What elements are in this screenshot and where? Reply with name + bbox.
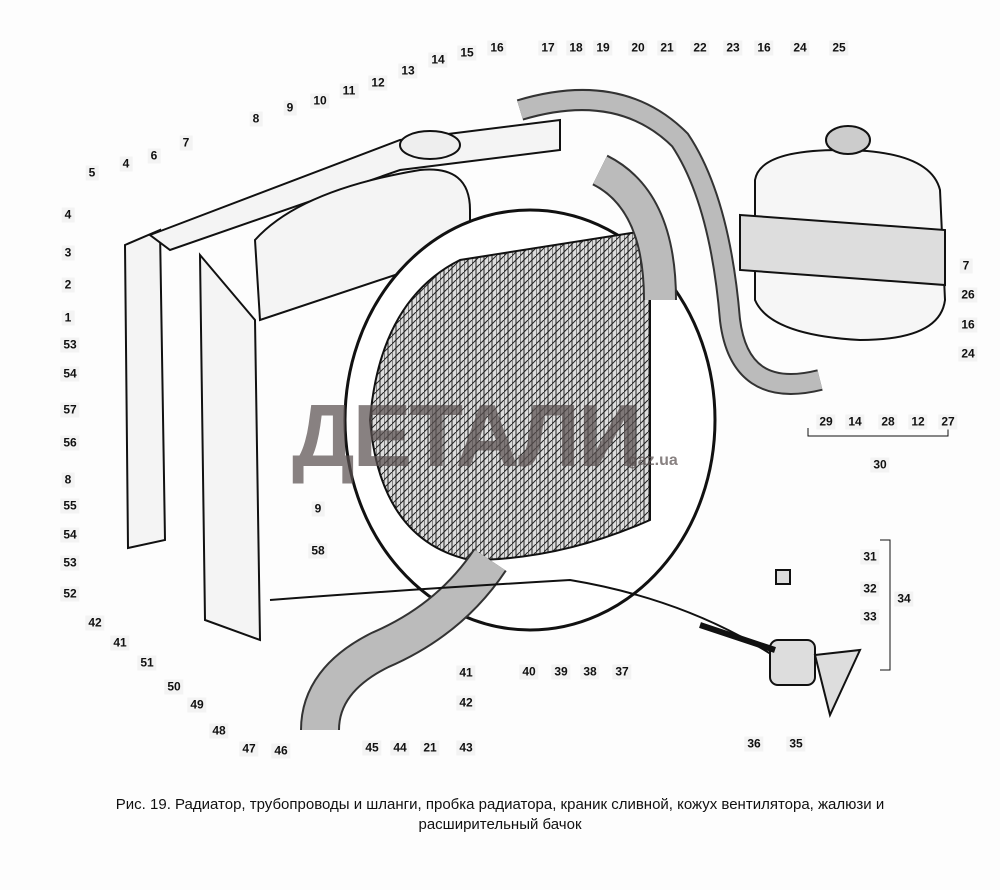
callout-label: 4: [61, 207, 75, 223]
callout-label: 39: [551, 664, 571, 680]
callout-label: 16: [754, 40, 774, 56]
group-bracket-30: [807, 428, 949, 437]
callout-label: 6: [147, 148, 161, 164]
callout-label: 29: [816, 414, 836, 430]
callout-label: 16: [487, 40, 507, 56]
callout-label: 36: [744, 736, 764, 752]
callout-label: 16: [958, 317, 978, 333]
callout-label: 14: [845, 414, 865, 430]
callout-label: 40: [519, 664, 539, 680]
callout-label: 8: [249, 111, 263, 127]
callout-label: 44: [390, 740, 410, 756]
callout-label: 54: [60, 527, 80, 543]
callout-label: 9: [283, 100, 297, 116]
callout-label: 4: [119, 156, 133, 172]
callout-label: 22: [690, 40, 710, 56]
callout-label: 42: [85, 615, 105, 631]
callout-label: 15: [457, 45, 477, 61]
callout-label: 24: [790, 40, 810, 56]
callout-label: 25: [829, 40, 849, 56]
callout-label: 19: [593, 40, 613, 56]
callout-label: 32: [860, 581, 880, 597]
callout-label: 49: [187, 697, 207, 713]
radiator-cap: [399, 130, 461, 160]
callout-label: 1: [61, 310, 75, 326]
callout-label: 38: [580, 664, 600, 680]
callout-label: 41: [110, 635, 130, 651]
callout-label: 12: [368, 75, 388, 91]
callout-label: 23: [723, 40, 743, 56]
callout-label: 56: [60, 435, 80, 451]
callout-label: 27: [938, 414, 958, 430]
callout-label: 2: [61, 277, 75, 293]
caption-line-1: Рис. 19. Радиатор, трубопроводы и шланги…: [115, 796, 885, 813]
callout-label: 5: [85, 165, 99, 181]
callout-label: 42: [456, 695, 476, 711]
drain-cock: [699, 569, 862, 718]
callout-label: 24: [958, 346, 978, 362]
callout-label: 53: [60, 555, 80, 571]
callout-label: 43: [456, 740, 476, 756]
watermark: ДЕТАЛИ: [292, 386, 641, 485]
callout-label: 57: [60, 402, 80, 418]
callout-label: 50: [164, 679, 184, 695]
callout-label: 12: [908, 414, 928, 430]
expansion-tank: [739, 125, 947, 342]
callout-label: 33: [860, 609, 880, 625]
callout-label: 52: [60, 586, 80, 602]
callout-label: 41: [456, 665, 476, 681]
group-bracket-34: [880, 539, 891, 671]
callout-label: 31: [860, 549, 880, 565]
callout-label: 28: [878, 414, 898, 430]
callout-label: 47: [239, 741, 259, 757]
callout-label: 11: [339, 83, 359, 99]
callout-label: 13: [398, 63, 418, 79]
callout-label: 45: [362, 740, 382, 756]
callout-label: 35: [786, 736, 806, 752]
callout-label: 58: [308, 543, 328, 559]
callout-label: 26: [958, 287, 978, 303]
callout-label: 46: [271, 743, 291, 759]
callout-label: 14: [428, 52, 448, 68]
callout-label: 20: [628, 40, 648, 56]
figure-caption: Рис. 19. Радиатор, трубопроводы и шланги…: [0, 795, 1000, 835]
radiator-frame: [123, 118, 561, 642]
callout-label: 21: [420, 740, 440, 756]
callout-label: 55: [60, 498, 80, 514]
callout-label: 21: [657, 40, 677, 56]
callout-label: 7: [959, 258, 973, 274]
callout-label: 3: [61, 245, 75, 261]
callout-label: 48: [209, 723, 229, 739]
callout-label: 53: [60, 337, 80, 353]
callout-label: 37: [612, 664, 632, 680]
callout-label: 54: [60, 366, 80, 382]
callout-label: 17: [538, 40, 558, 56]
watermark-domain: gaz.ua: [628, 452, 678, 469]
callout-label: 9: [311, 501, 325, 517]
callout-label: 30: [870, 457, 890, 473]
callout-label: 10: [310, 93, 330, 109]
callout-label: 51: [137, 655, 157, 671]
callout-label: 7: [179, 135, 193, 151]
radiator-core: [368, 228, 651, 562]
caption-line-2: расширительный бачок: [418, 816, 582, 833]
hoses: [269, 89, 823, 732]
callout-label: 8: [61, 472, 75, 488]
callout-label: 18: [566, 40, 586, 56]
callout-label: 34: [894, 591, 914, 607]
